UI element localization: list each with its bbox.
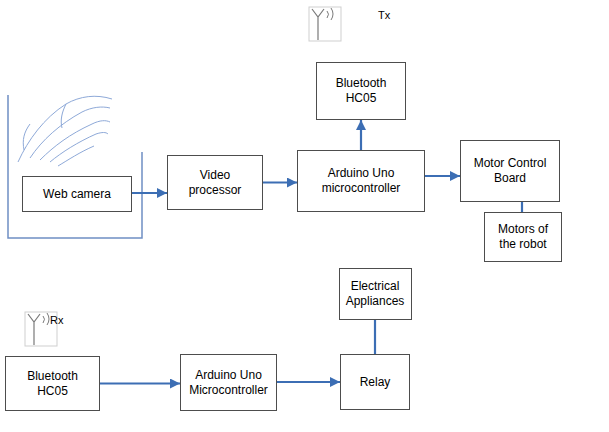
process-box: Relay: [340, 354, 410, 410]
process-box: Bluetooth HC05: [316, 62, 406, 120]
hand-sketch: [18, 96, 112, 166]
process-box: Video processor: [167, 155, 263, 210]
process-box: Bluetooth HC05: [5, 356, 100, 411]
arrow-connector: [374, 320, 376, 354]
arrow-connector: [277, 381, 340, 383]
box-text: Video processor: [174, 168, 256, 198]
box-text: Arduino Uno Microcontroller: [187, 368, 270, 398]
arrow-connector: [263, 181, 297, 183]
antenna-icon: [309, 7, 341, 41]
box-text: Bluetooth HC05: [12, 369, 93, 399]
box-text: Electrical Appliances: [346, 279, 405, 309]
arrow-connector: [132, 192, 167, 194]
process-box: Web camera: [22, 176, 132, 212]
arrow-connector: [100, 382, 180, 384]
process-box: Motor Control Board: [460, 140, 560, 202]
arrow-connector: [521, 202, 523, 212]
box-text: Web camera: [43, 187, 111, 202]
antenna-label: Rx: [50, 314, 63, 326]
box-text: Bluetooth HC05: [323, 76, 399, 106]
box-text: Motor Control Board: [467, 156, 553, 186]
box-text: Arduino Uno microcontroller: [304, 166, 418, 196]
process-box: Electrical Appliances: [339, 268, 412, 320]
process-box: Motors of the robot: [484, 212, 562, 262]
camera-frame: [8, 95, 142, 238]
antenna-label: Tx: [378, 9, 390, 21]
box-text: Relay: [360, 375, 391, 390]
box-text: Motors of the robot: [491, 222, 555, 252]
arrow-connector: [360, 120, 362, 150]
process-box: Arduino Uno microcontroller: [297, 150, 425, 212]
arrow-connector: [425, 175, 460, 177]
process-box: Arduino Uno Microcontroller: [180, 354, 277, 411]
